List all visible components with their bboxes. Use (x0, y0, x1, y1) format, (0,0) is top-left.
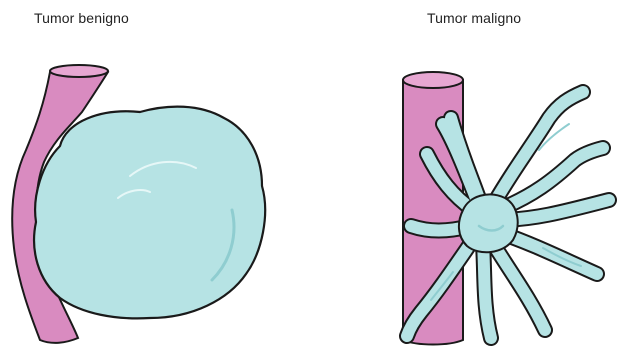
malignant-tumor-illustration (313, 0, 627, 356)
benign-tumor-panel: Tumor benigno (0, 0, 313, 356)
benign-tumor-mass (34, 107, 265, 319)
benign-tumor-illustration (0, 0, 313, 356)
malignant-tumor-panel: Tumor maligno (313, 0, 627, 356)
